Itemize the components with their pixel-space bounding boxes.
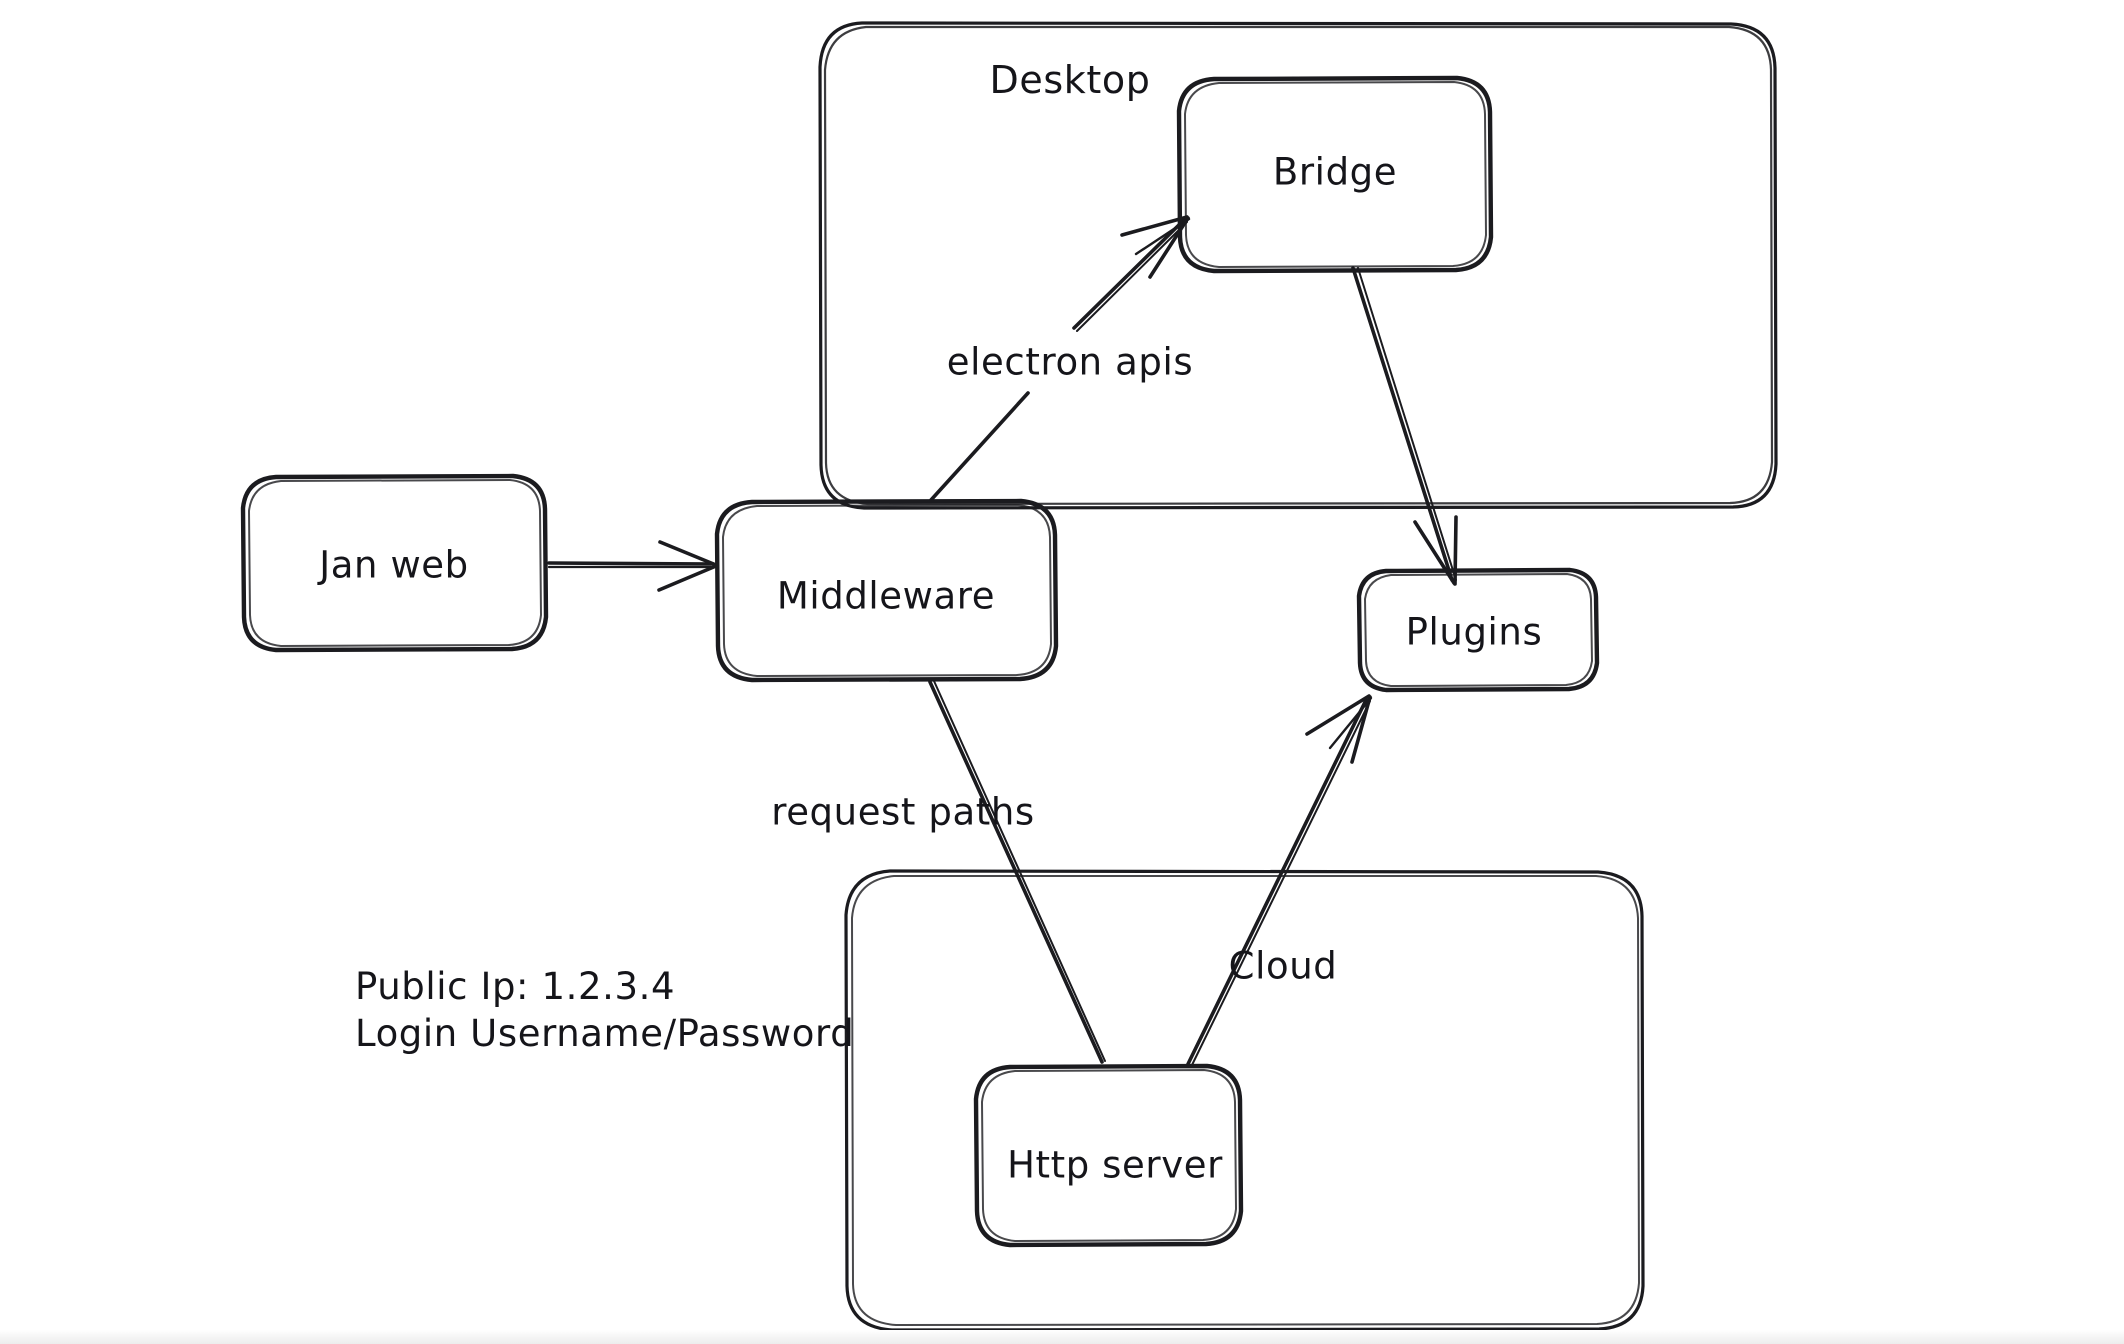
group-desktop [818,21,1778,510]
node-label-jan-web: Jan web [319,543,469,587]
edge-label-cloud: Cloud [1228,944,1338,988]
node-http-server-shape[interactable] [973,1063,1244,1248]
bottom-edge-band [0,1330,2124,1344]
edge-middleware-to-bridge [929,215,1191,502]
edge-httpserver-to-plugins [1186,694,1373,1066]
edge-label-request-paths: request paths [771,790,1035,834]
group-label-desktop: Desktop [989,58,1151,102]
node-jan-web-shape[interactable] [240,473,549,653]
note-line-public-ip: Public Ip: 1.2.3.4 [355,965,676,1008]
node-middleware-shape[interactable] [714,498,1059,683]
node-label-plugins: Plugins [1405,610,1543,654]
node-label-http-server: Http server [1007,1143,1223,1187]
edge-middleware-to-httpserver [928,680,1106,1064]
edge-janweb-to-middleware [547,540,718,592]
note-connection-credentials: Public Ip: 1.2.3.4 Login Username/Passwo… [355,963,854,1058]
edge-bridge-to-plugins [1351,266,1458,586]
node-label-middleware: Middleware [776,574,996,618]
note-line-login: Login Username/Password [355,1012,855,1056]
edge-label-electron-apis: electron apis [946,340,1194,384]
node-plugins-shape[interactable] [1356,567,1600,693]
group-cloud [844,869,1645,1332]
node-bridge-shape[interactable] [1176,75,1494,274]
node-label-bridge: Bridge [1272,150,1398,194]
